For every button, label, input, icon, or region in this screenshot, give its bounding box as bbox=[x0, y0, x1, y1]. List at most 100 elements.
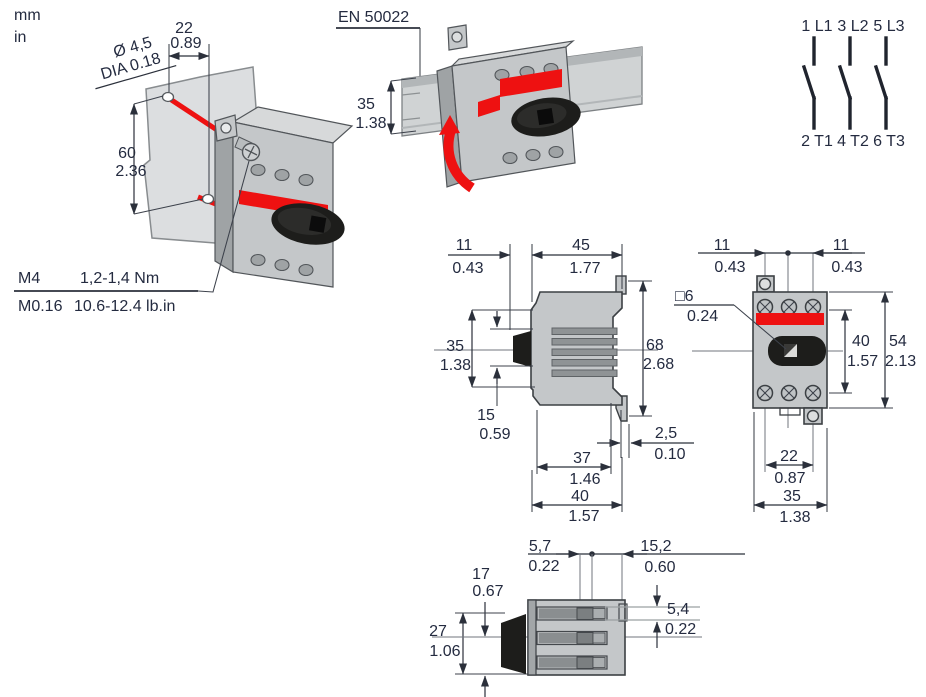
rail-height-dimension: 35 1.38 bbox=[355, 77, 417, 135]
mounting-screw bbox=[234, 136, 261, 162]
terminal-screw bbox=[274, 168, 290, 182]
units-legend: mm in bbox=[14, 7, 41, 46]
rail-clip-in: 0.10 bbox=[654, 446, 685, 463]
extension-line bbox=[133, 198, 204, 215]
leader-line-screw bbox=[197, 160, 250, 293]
din-rail-illustration: EN 50022 bbox=[336, 9, 643, 193]
pole3-symbol bbox=[873, 36, 889, 130]
extension-line bbox=[390, 130, 417, 135]
leader-line bbox=[733, 304, 787, 350]
top-body-edge bbox=[527, 599, 537, 676]
handle-width-in: 1.06 bbox=[429, 643, 460, 660]
right-hole-offset-in: 0.43 bbox=[831, 259, 862, 276]
handle-square-mm: □6 bbox=[675, 288, 694, 305]
rail-height-mm: 35 bbox=[357, 96, 375, 113]
handle-width-mm: 27 bbox=[429, 623, 447, 640]
torque-in: 10.6-12.4 lb.in bbox=[74, 298, 175, 315]
mounting-tab-top bbox=[214, 114, 238, 142]
rail-clip-mm: 2,5 bbox=[655, 425, 677, 442]
body-height-mm: 54 bbox=[889, 333, 907, 350]
terminal-screws-bottom bbox=[756, 384, 822, 402]
edge-offset-mm: 22 bbox=[175, 20, 193, 37]
terminal-spacing-mm: 40 bbox=[852, 333, 870, 350]
body-width-in: 1.38 bbox=[779, 509, 810, 526]
total-height-in: 2.68 bbox=[643, 356, 674, 373]
terminal-screw bbox=[548, 145, 564, 159]
pole1-top-label: 1 L1 bbox=[801, 18, 832, 35]
wall-hole-bottom bbox=[201, 193, 215, 205]
hole-diameter-label: Ø 4,5 DIA 0.18 bbox=[95, 34, 177, 90]
hole-spacing-mm: 22 bbox=[780, 448, 798, 465]
body-height-in: 2.13 bbox=[885, 353, 916, 370]
wall-mount-illustration: Ø 4,5 DIA 0.18 22 0.89 60 2.36 M4 1,2-1,… bbox=[14, 20, 354, 315]
circuit-diagram: 1 L1 3 L2 5 L3 2 T1 4 T2 6 T3 bbox=[801, 18, 905, 150]
pole1-bottom-label: 2 T1 bbox=[801, 133, 833, 150]
terminal-slot-3 bbox=[536, 655, 608, 670]
left-hole-offset-mm: 11 bbox=[714, 237, 731, 254]
switch-knob bbox=[511, 97, 581, 137]
terminal-screw bbox=[250, 163, 266, 177]
body-depth-in: 1.77 bbox=[569, 260, 600, 277]
pole2-bottom-label: 4 T2 bbox=[837, 133, 869, 150]
right-hole-offset-mm: 11 bbox=[833, 237, 850, 254]
switch-device-on-rail bbox=[436, 24, 581, 188]
lower-depth-mm: 37 bbox=[573, 450, 591, 467]
handle-center-mm: 15 bbox=[477, 407, 495, 424]
terminal-screw bbox=[298, 263, 314, 277]
side-view: 11 0.43 45 1.77 35 1.38 15 0.59 68 2.68 … bbox=[434, 237, 694, 525]
rail-height-in: 1.38 bbox=[355, 115, 386, 132]
pole2-top-label: 3 L2 bbox=[837, 18, 868, 35]
terminal-spacing-in: 1.57 bbox=[847, 353, 878, 370]
red-stripe bbox=[756, 313, 824, 325]
snap-on-arrow bbox=[439, 115, 475, 193]
pole1-symbol bbox=[801, 36, 817, 130]
handle-square-in: 0.24 bbox=[687, 308, 718, 325]
device-side-face bbox=[214, 121, 234, 274]
terminal-screw bbox=[525, 148, 541, 162]
terminal-screw bbox=[250, 253, 266, 267]
terminal-screw bbox=[298, 173, 314, 187]
hole-spacing-in: 2.36 bbox=[115, 163, 146, 180]
mounting-tab-top bbox=[756, 275, 775, 293]
front-view: 11 0.43 11 0.43 bbox=[674, 237, 916, 526]
extension-line bbox=[133, 95, 164, 105]
center-offset-in: 0.67 bbox=[472, 583, 503, 600]
terminal-screw bbox=[502, 151, 518, 165]
top-knob bbox=[501, 614, 526, 674]
unit-mm-label: mm bbox=[14, 7, 41, 24]
torque-mm: 1,2-1,4 Nm bbox=[80, 270, 159, 287]
edge-offset-in: 0.89 bbox=[170, 35, 201, 52]
slot-offset-in: 0.22 bbox=[528, 558, 559, 575]
mounting-tab-top bbox=[447, 24, 468, 51]
base-depth-mm: 40 bbox=[571, 488, 589, 505]
handle-depth-in: 0.43 bbox=[452, 260, 483, 277]
slot-height-in: 0.22 bbox=[665, 621, 696, 638]
terminal-screws-top bbox=[756, 298, 822, 316]
label-underline bbox=[95, 65, 177, 90]
mounting-tab-bottom bbox=[803, 407, 823, 425]
pole3-bottom-label: 6 T3 bbox=[873, 133, 905, 150]
handle-height-mm: 35 bbox=[446, 338, 464, 355]
slot-offset-mm: 5,7 bbox=[529, 538, 551, 555]
switch-device-3d bbox=[214, 106, 354, 288]
din-standard-label: EN 50022 bbox=[338, 9, 409, 26]
slot-height-mm: 5,4 bbox=[667, 601, 689, 618]
handle-height-in: 1.38 bbox=[440, 357, 471, 374]
red-stripe bbox=[500, 69, 562, 97]
screw-size-mm: M4 bbox=[18, 270, 40, 287]
lower-depth-in: 1.46 bbox=[569, 471, 600, 488]
left-hole-offset-in: 0.43 bbox=[714, 259, 745, 276]
slot-depth-mm: 15,2 bbox=[640, 538, 671, 555]
handle-center-in: 0.59 bbox=[479, 426, 510, 443]
switch-knob bbox=[271, 203, 345, 245]
slot-bracket bbox=[618, 603, 628, 622]
center-dot bbox=[785, 250, 791, 256]
switch-knob-front bbox=[768, 336, 826, 366]
terminal-slot-1 bbox=[536, 606, 608, 621]
bottom-notch bbox=[779, 407, 801, 416]
extension-line bbox=[390, 77, 417, 82]
handle-depth-mm: 11 bbox=[456, 237, 473, 254]
hole-spacing-mm: 60 bbox=[118, 145, 136, 162]
